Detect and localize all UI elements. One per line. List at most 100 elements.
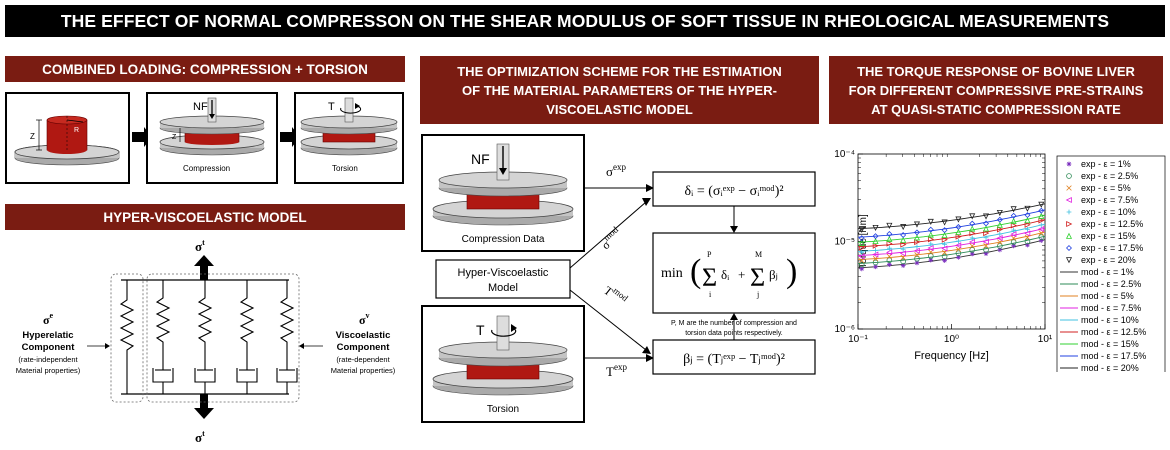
y-axis-label: Torque [Nm] — [858, 214, 869, 269]
arrow-sigma-exp-icon — [646, 184, 654, 192]
marker-tri-up — [955, 228, 962, 235]
marker-diamond — [886, 230, 893, 237]
marker-tri-up — [1038, 212, 1045, 219]
model-line — [857, 209, 1046, 238]
marker-circle — [900, 258, 906, 265]
marker-tri-up — [1010, 217, 1017, 224]
legend-entry: exp - ε = 10% — [1081, 207, 1136, 217]
marker-tri-right — [1066, 220, 1073, 228]
marker-tri-right — [969, 230, 976, 237]
marker-diamond — [1038, 207, 1045, 214]
marker-tri-left — [982, 238, 989, 245]
torsion-rotate-icon — [491, 327, 517, 337]
torque-header-line2: FOR DIFFERENT COMPRESSIVE PRE-STRAINS — [848, 82, 1144, 98]
marker-diamond — [955, 223, 962, 230]
marker-tri-left — [872, 251, 879, 258]
model-label-1: Hyper-Viscoelastic — [458, 267, 549, 279]
marker-tri-left — [886, 249, 893, 256]
marker-tri-left — [955, 242, 962, 249]
compression-data-label: Compression Data — [462, 234, 545, 245]
marker-tri-left — [899, 250, 906, 257]
marker-plus — [942, 241, 947, 247]
marker-tri-up — [1065, 232, 1073, 239]
marker-star — [983, 251, 989, 257]
torsion-label: Torsion — [487, 404, 519, 415]
marker-tri-left — [1010, 231, 1017, 238]
legend-box — [1056, 155, 1166, 372]
marker-tri-right — [900, 241, 907, 248]
marker-tri-down — [941, 219, 948, 226]
rotate-arrow-icon — [340, 105, 362, 114]
model-line — [857, 214, 1046, 243]
min-label: min — [661, 266, 683, 281]
marker-circle — [1010, 239, 1017, 245]
marker-circle — [969, 247, 976, 253]
marker-plus — [956, 238, 961, 244]
marker-tri-right — [886, 240, 893, 247]
marker-circle — [955, 250, 962, 257]
marker-diamond — [969, 220, 976, 227]
sigma-e-label: σe — [43, 311, 54, 327]
marker-circle — [886, 257, 893, 264]
hyper-sub-1: (rate-independent — [18, 355, 78, 364]
note-line2: torsion data points respectively. — [685, 330, 783, 337]
legend-entry: mod - ε = 17.5% — [1081, 351, 1146, 361]
hyper-viscoelastic-diagram: σt σt σe Hyperelatic Component (rate-ind… — [16, 238, 396, 445]
marker-tri-right — [955, 233, 962, 240]
marker-tri-down — [886, 222, 893, 229]
marker-tri-left — [968, 238, 976, 246]
marker-star — [942, 258, 947, 263]
marker-tri-up — [900, 236, 907, 243]
legend-entry: exp - ε = 12.5% — [1081, 219, 1143, 229]
legend-entry: mod - ε = 10% — [1081, 315, 1139, 325]
legend-entry: mod - ε = 15% — [1081, 339, 1139, 349]
marker-tri-down — [913, 221, 921, 228]
marker-tri-down — [1010, 206, 1017, 213]
y-tick-label: 10⁻⁴ — [834, 149, 855, 160]
hyper-viscoelastic-model-box — [435, 259, 571, 299]
delta-equation: δᵢ = (σᵢᵉˣᵖ − σᵢᵐᵒᵈ)² — [684, 184, 783, 199]
nf-label: NF — [193, 101, 208, 113]
legend-entry: exp - ε = 5% — [1081, 183, 1131, 193]
marker-x — [1066, 185, 1072, 191]
arrow-sigma-mod-icon — [642, 198, 651, 206]
t-label: T — [328, 101, 335, 113]
x-tick-label: 10⁰ — [944, 334, 959, 345]
legend-entry: mod - ε = 1% — [1081, 267, 1134, 277]
note-line1: P, M are the number of compression and — [671, 320, 797, 327]
min-objective-box — [652, 232, 816, 314]
marker-tri-left — [1037, 226, 1045, 233]
marker-diamond — [900, 232, 907, 238]
marker-tri-up — [886, 235, 893, 242]
marker-star — [1011, 243, 1017, 249]
arrow-t-exp-icon — [646, 354, 654, 362]
marker-circle — [872, 259, 879, 266]
hyper-label-1: Hyperelatic — [22, 330, 73, 341]
marker-circle — [1038, 234, 1045, 240]
legend-entry: mod - ε = 5% — [1081, 291, 1134, 301]
marker-diamond — [1010, 212, 1017, 219]
marker-diamond — [914, 229, 920, 236]
marker-star — [997, 247, 1003, 253]
combined-loading-illustration: Z R NF Z Compression T Torsion — [5, 92, 404, 184]
torsion-caption: Torsion — [332, 164, 358, 173]
r-label: R — [74, 127, 79, 134]
marker-tri-up — [927, 231, 934, 238]
y-tick-label: 10⁻⁵ — [834, 237, 855, 248]
legend-entry: mod - ε = 20% — [1081, 363, 1139, 372]
delta-equation-box — [652, 171, 816, 207]
beta-equation-box — [652, 339, 816, 375]
torque-header-line1: THE TORQUE RESPONSE OF BOVINE LIVER — [857, 63, 1135, 79]
marker-tri-right — [1024, 221, 1031, 228]
marker-star — [886, 262, 892, 267]
down-arrow-icon — [209, 114, 215, 119]
t-mod-label: Tmod — [601, 281, 630, 309]
torque-header-line3: AT QUASI-STATIC COMPRESSION RATE — [871, 101, 1121, 117]
t-exp-label: Texp — [606, 362, 627, 379]
maxwell-branch-3 — [236, 280, 258, 394]
marker-plus — [983, 235, 989, 241]
marker-circle — [1066, 173, 1072, 179]
marker-star — [1025, 242, 1030, 248]
marker-tri-down — [982, 213, 990, 220]
